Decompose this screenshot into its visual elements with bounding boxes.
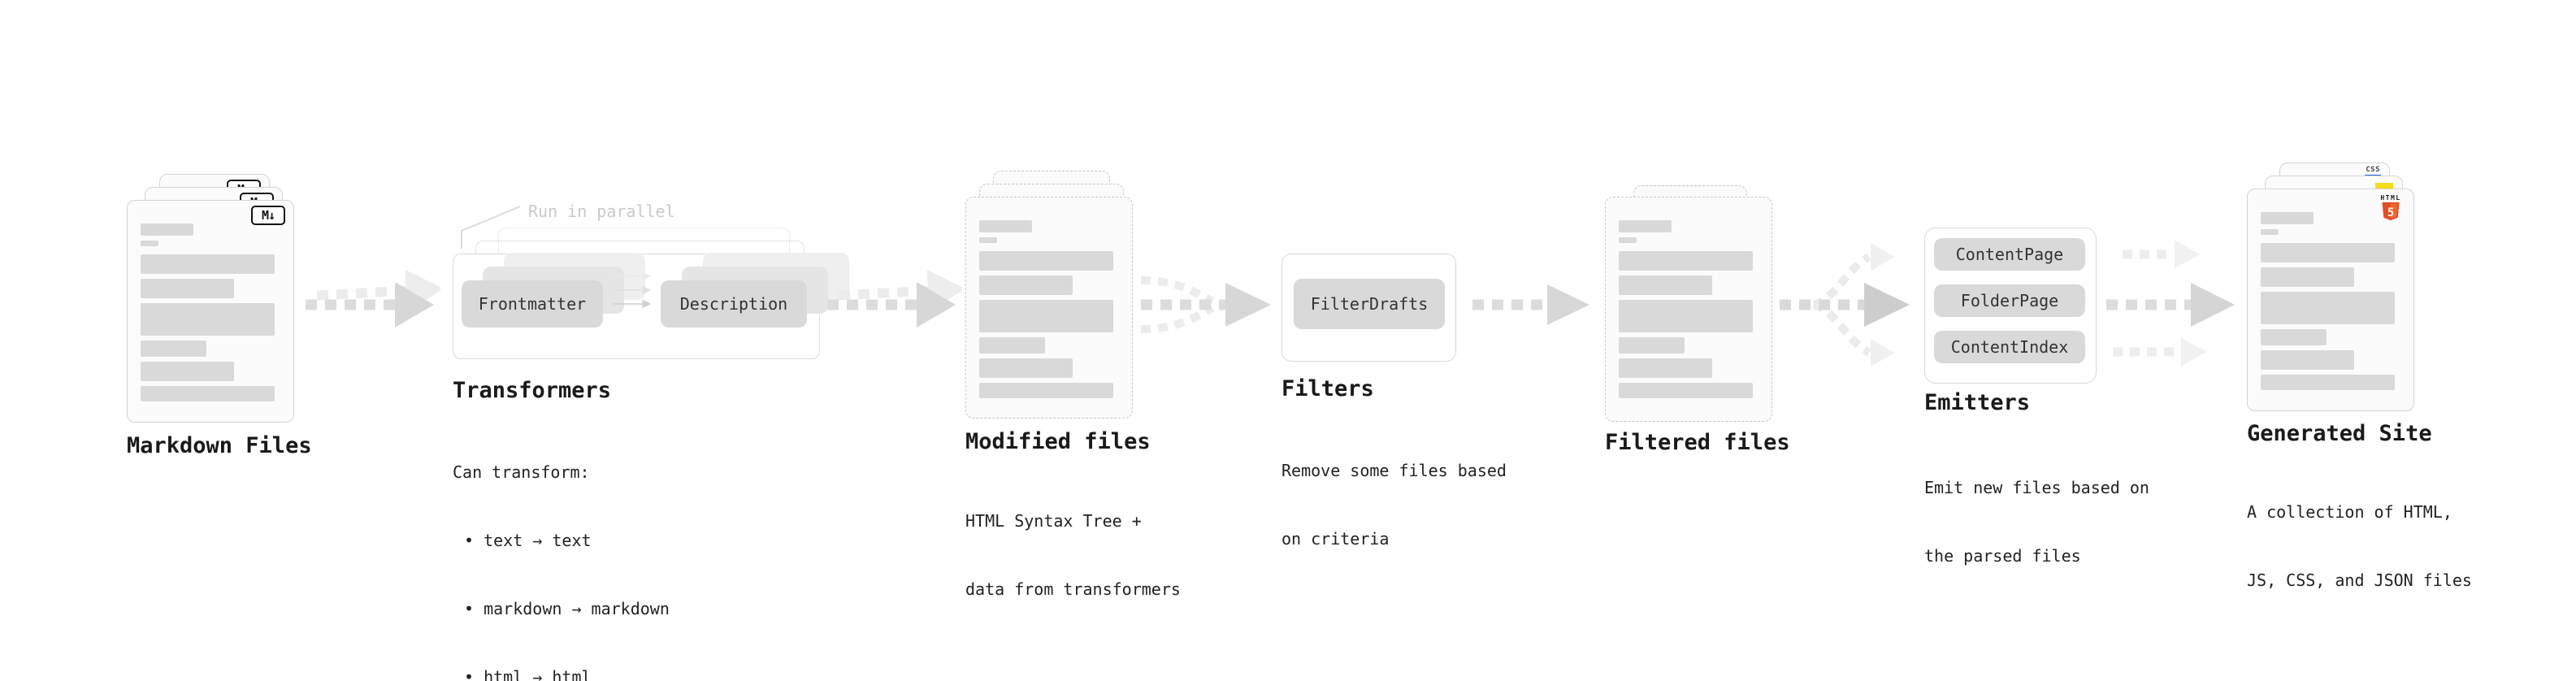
stage-title-generated-site: Generated Site xyxy=(2247,421,2432,446)
document-skeleton-text xyxy=(1619,219,1759,410)
emitter-pill-contentindex: ContentIndex xyxy=(1934,331,2085,363)
desc-line: Remove some files based xyxy=(1281,461,1507,480)
emitter-pill-folderpage: FolderPage xyxy=(1934,284,2085,317)
stage-title-modified-files: Modified files xyxy=(965,429,1151,454)
emitter-pill-contentpage: ContentPage xyxy=(1934,238,2085,271)
desc-line: Emit new files based on xyxy=(1924,478,2149,497)
note-connector-line xyxy=(461,206,521,249)
svg-text:5: 5 xyxy=(2387,206,2394,219)
stage-title-emitters: Emitters xyxy=(1924,390,2031,415)
arrow-markdown-to-transformers xyxy=(306,269,440,327)
generated-description: A collection of HTML, JS, CSS, and JSON … xyxy=(2247,455,2472,637)
transformer-pill-frontmatter: Frontmatter xyxy=(462,280,603,327)
generated-file-card-front: HTML 5 xyxy=(2247,189,2414,411)
note-run-in-parallel: Run in parallel xyxy=(528,202,675,221)
desc-line: data from transformers xyxy=(965,579,1181,599)
desc-line: on criteria xyxy=(1281,529,1390,549)
arrow-emitters-to-generated xyxy=(2106,241,2235,366)
document-skeleton-text xyxy=(979,219,1119,406)
stage-title-filtered-files: Filtered files xyxy=(1605,430,1790,455)
filter-pill-filterdrafts: FilterDrafts xyxy=(1294,279,1445,329)
markdown-icon: M↓ xyxy=(251,206,285,225)
modified-file-card-front xyxy=(965,197,1133,419)
desc-line: A collection of HTML, xyxy=(2247,502,2452,522)
html5-icon: HTML 5 xyxy=(2378,194,2404,226)
arrow-filters-to-filtered xyxy=(1472,284,1589,325)
document-skeleton-text xyxy=(2261,210,2400,399)
arrow-transformers-to-modified xyxy=(827,269,962,327)
desc-line: JS, CSS, and JSON files xyxy=(2247,570,2472,590)
stage-title-transformers: Transformers xyxy=(453,378,612,403)
document-skeleton-text xyxy=(141,222,280,410)
filters-description: Remove some files based on criteria xyxy=(1281,414,1507,596)
filtered-file-card-front xyxy=(1605,197,1772,422)
arrow-filtered-to-emitters xyxy=(1780,243,1910,367)
desc-bullet: • html → html xyxy=(464,667,592,681)
stage-title-filters: Filters xyxy=(1281,376,1374,401)
transformer-pill-description: Description xyxy=(661,280,807,327)
desc-line: Can transform: xyxy=(453,462,590,482)
markdown-file-card-front: M↓ xyxy=(127,200,294,423)
desc-line: HTML Syntax Tree + xyxy=(965,511,1142,531)
transformers-description: Can transform: • text → text • markdown … xyxy=(453,415,670,681)
desc-line: the parsed files xyxy=(1924,546,2081,566)
desc-bullet: • text → text xyxy=(464,531,592,550)
html5-shield: 5 xyxy=(2382,202,2400,221)
pipe-arrows-frontmatter-to-description xyxy=(614,271,652,309)
html5-icon-word: HTML xyxy=(2380,194,2401,202)
stage-title-markdown-files: Markdown Files xyxy=(127,433,312,458)
arrow-modified-to-filters xyxy=(1140,276,1271,333)
modified-description: HTML Syntax Tree + data from transformer… xyxy=(965,464,1181,646)
desc-bullet: • markdown → markdown xyxy=(464,599,670,618)
emitters-description: Emit new files based on the parsed files xyxy=(1924,431,2149,613)
